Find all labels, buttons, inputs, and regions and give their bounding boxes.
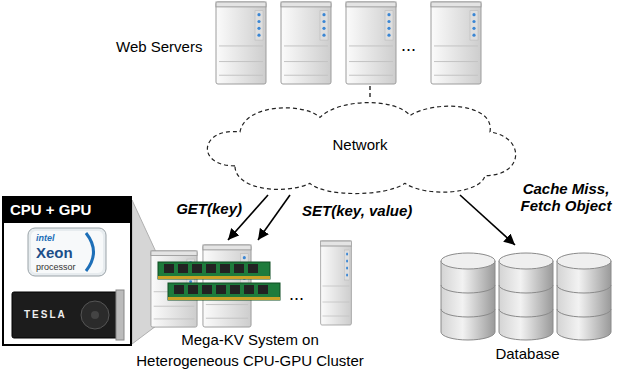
ram-module <box>206 264 216 273</box>
node-label: Database <box>495 343 559 364</box>
kv-cluster: Mega-KV System on Heterogeneous CPU-GPU … <box>130 240 370 374</box>
gpu-card <box>12 292 118 338</box>
network-cloud: Network <box>195 98 525 195</box>
node-label: Mega-KV System on Heterogeneous CPU-GPU … <box>132 329 368 371</box>
ram-module <box>174 285 184 294</box>
ram-module <box>202 285 212 294</box>
ram-module <box>244 285 254 294</box>
cpu-chip <box>28 228 106 276</box>
gpu-card <box>81 301 109 329</box>
web-server-icons <box>216 2 266 84</box>
logo-text: Xeon <box>36 245 73 260</box>
database-cylinders <box>499 253 553 340</box>
ram-module <box>178 264 188 273</box>
node-label: Network <box>332 136 387 154</box>
ram-module <box>158 262 270 279</box>
cpu-chip <box>86 233 94 271</box>
cpu-chip <box>31 231 103 273</box>
arrow-connector <box>258 195 290 240</box>
ram-module <box>158 276 270 279</box>
node-label: CPU + GPU <box>4 198 130 223</box>
ram-module <box>248 264 258 273</box>
ellipsis: ... <box>289 285 304 303</box>
web-server-icons <box>281 2 331 84</box>
database-cylinders <box>557 253 611 340</box>
ram-module <box>192 264 202 273</box>
ram-module <box>168 283 280 300</box>
arrow-connector <box>460 195 515 245</box>
gpu-card <box>12 290 124 340</box>
cpu-chip <box>28 228 106 276</box>
ram-module <box>188 285 198 294</box>
ram-module <box>220 264 230 273</box>
ellipsis: ... <box>401 36 416 54</box>
edge-label: GET(key) <box>174 200 244 217</box>
arrow-connector <box>369 86 370 98</box>
ram-module <box>158 262 270 279</box>
web-server-icons <box>346 2 396 84</box>
ram-module <box>234 264 244 273</box>
gpu-card <box>91 311 99 319</box>
cluster-server-icons <box>151 241 351 327</box>
ram-module <box>168 283 280 300</box>
logo-text: TESLA <box>24 310 67 320</box>
logo-text: intel <box>36 234 55 243</box>
ram-module <box>216 285 226 294</box>
ram-module <box>168 297 280 300</box>
edge-label: Cache Miss, Fetch Object <box>510 180 622 215</box>
ram-module <box>164 264 174 273</box>
ram-module <box>258 285 268 294</box>
server-group: Web Servers <box>112 0 486 86</box>
edge-label: SET(key, value) <box>300 202 414 219</box>
ram-module <box>230 285 240 294</box>
web-server-icons <box>431 2 481 84</box>
cluster-server-icons <box>321 241 352 325</box>
logo-text: processor <box>36 263 76 272</box>
node-label: Web Servers <box>116 38 202 56</box>
database-cylinders <box>441 253 495 340</box>
database-cylinders <box>441 253 611 340</box>
cloud-outline <box>207 103 515 194</box>
database-group: Database <box>435 245 620 367</box>
web-server-icons <box>216 2 481 84</box>
gpu-card <box>116 290 124 340</box>
